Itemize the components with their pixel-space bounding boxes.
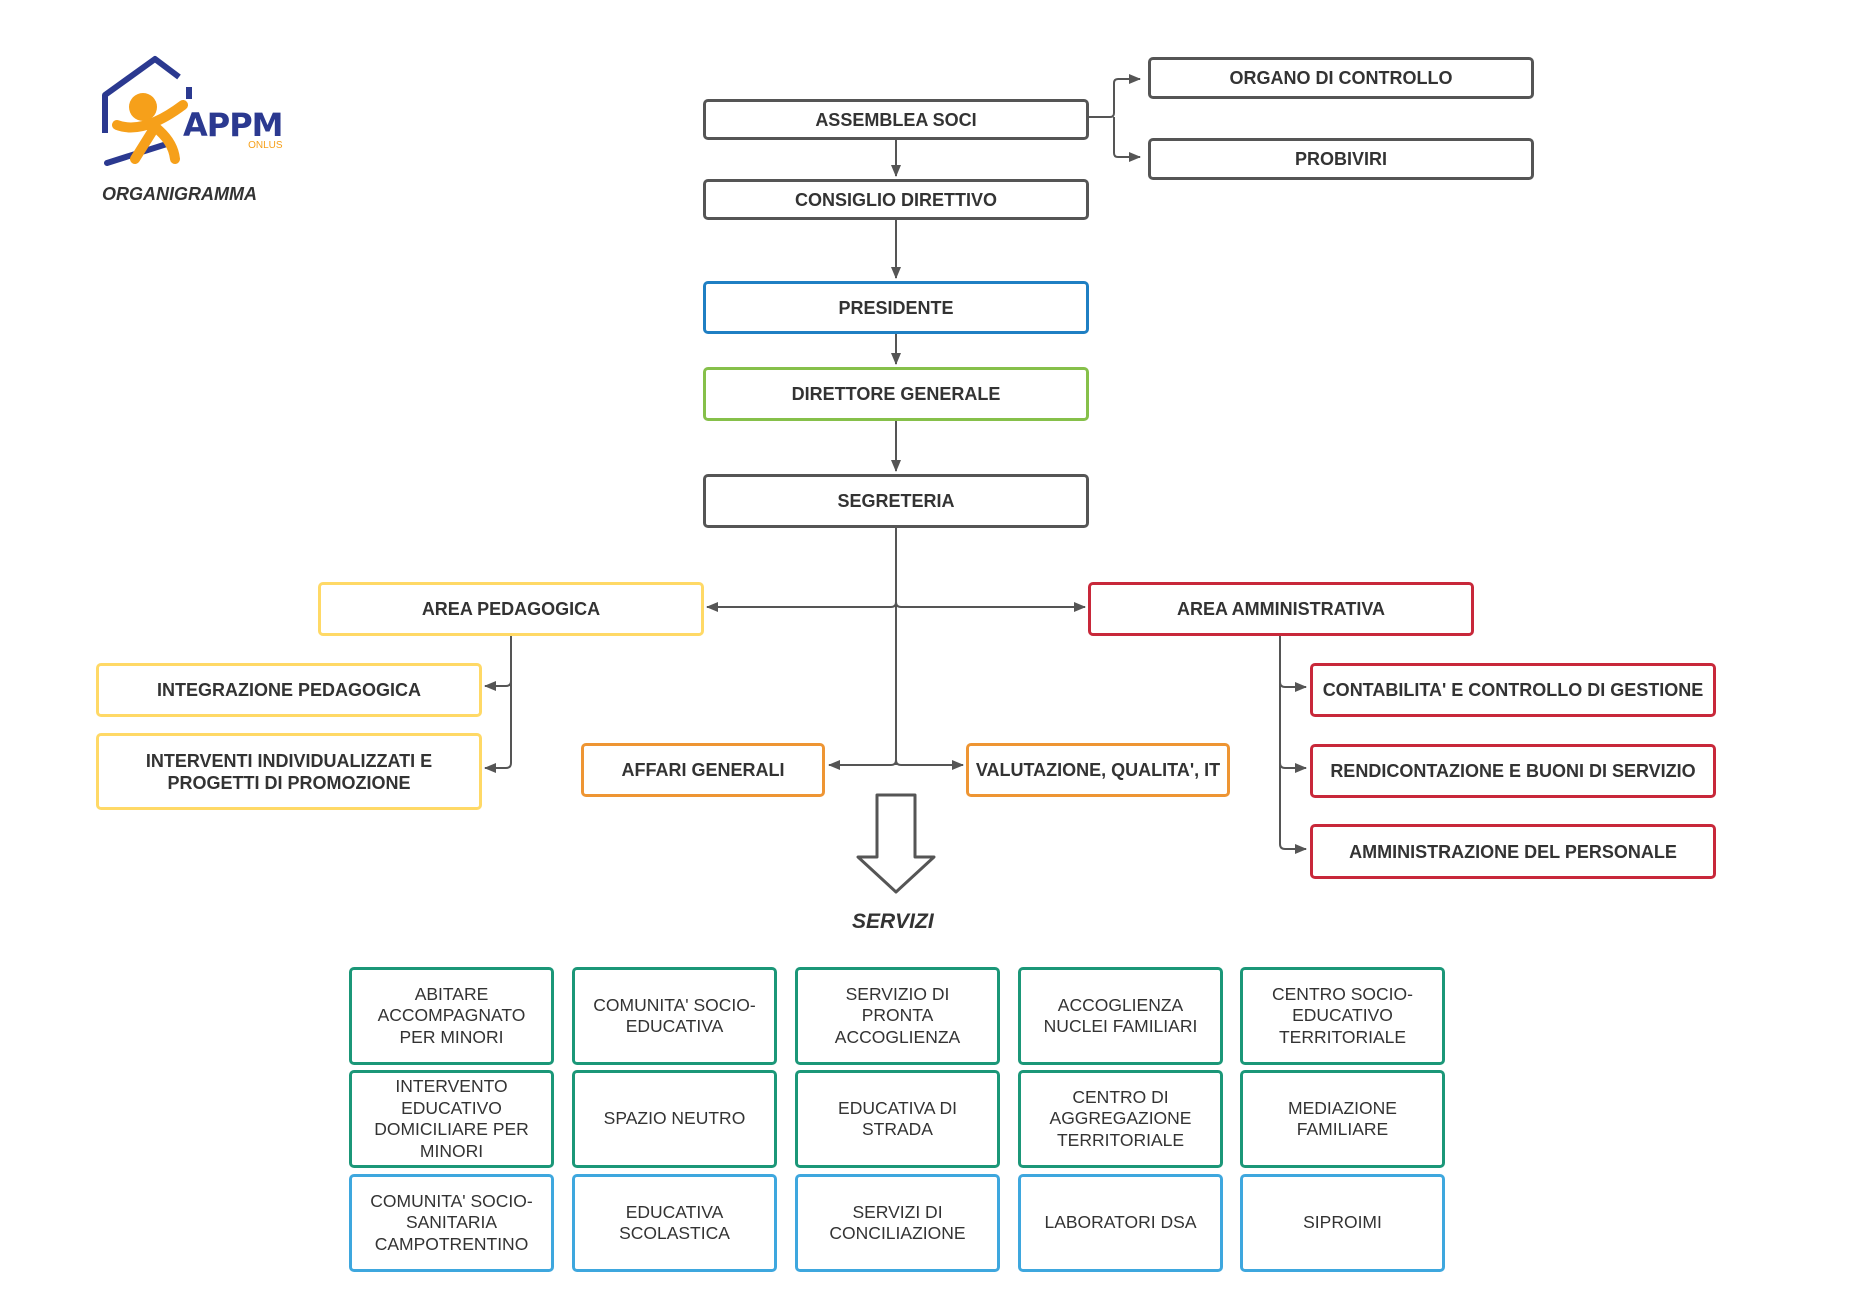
box-assemblea-soci: ASSEMBLEA SOCI <box>703 99 1089 140</box>
box-presidente: PRESIDENTE <box>703 281 1089 334</box>
service-box: EDUCATIVA DI STRADA <box>795 1070 1000 1168</box>
page-title: ORGANIGRAMMA <box>102 184 257 204</box>
service-box: ABITARE ACCOMPAGNATO PER MINORI <box>349 967 554 1065</box>
appm-logo <box>102 56 192 166</box>
house-outline-icon <box>102 56 181 133</box>
service-box: CENTRO DI AGGREGAZIONE TERRITORIALE <box>1018 1070 1223 1168</box>
service-box: EDUCATIVA SCOLASTICA <box>572 1174 777 1272</box>
brand-subtitle: ONLUS <box>248 140 283 151</box>
box-amministrazione-personale: AMMINISTRAZIONE DEL PERSONALE <box>1310 824 1716 879</box>
box-consiglio-direttivo: CONSIGLIO DIRETTIVO <box>703 179 1089 220</box>
figure-head-icon <box>129 93 157 121</box>
service-box: ACCOGLIENZA NUCLEI FAMILIARI <box>1018 967 1223 1065</box>
service-box: MEDIAZIONE FAMILIARE <box>1240 1070 1445 1168</box>
box-area-pedagogica: AREA PEDAGOGICA <box>318 582 704 636</box>
figure-body-icon <box>112 100 188 164</box>
service-box: COMUNITA' SOCIO-SANITARIA CAMPOTRENTINO <box>349 1174 554 1272</box>
service-box: CENTRO SOCIO-EDUCATIVO TERRITORIALE <box>1240 967 1445 1065</box>
service-box: SERVIZIO DI PRONTA ACCOGLIENZA <box>795 967 1000 1065</box>
box-integrazione-pedagogica: INTEGRAZIONE PEDAGOGICA <box>96 663 482 717</box>
box-valutazione-qualita-it: VALUTAZIONE, QUALITA', IT <box>966 743 1230 797</box>
servizi-heading: SERVIZI <box>852 910 934 933</box>
box-segreteria: SEGRETERIA <box>703 474 1089 528</box>
box-direttore-generale: DIRETTORE GENERALE <box>703 367 1089 421</box>
service-box: SPAZIO NEUTRO <box>572 1070 777 1168</box>
service-box: LABORATORI DSA <box>1018 1174 1223 1272</box>
box-rendicontazione-buoni-servizio: RENDICONTAZIONE E BUONI DI SERVIZIO <box>1310 744 1716 798</box>
box-contabilita-controllo-gestione: CONTABILITA' E CONTROLLO DI GESTIONE <box>1310 663 1716 717</box>
box-area-amministrativa: AREA AMMINISTRATIVA <box>1088 582 1474 636</box>
service-box: INTERVENTO EDUCATIVO DOMICILIARE PER MIN… <box>349 1070 554 1168</box>
brand-wordmark: APPM ONLUS <box>183 106 284 151</box>
servizi-down-arrow-icon <box>856 793 936 894</box>
box-interventi-individualizzati: INTERVENTI INDIVIDUALIZZATI E PROGETTI D… <box>96 733 482 810</box>
brand-name: APPM <box>183 106 284 144</box>
service-box: SIPROIMI <box>1240 1174 1445 1272</box>
service-box: SERVIZI DI CONCILIAZIONE <box>795 1174 1000 1272</box>
box-affari-generali: AFFARI GENERALI <box>581 743 825 797</box>
box-organo-di-controllo: ORGANO DI CONTROLLO <box>1148 57 1534 99</box>
box-probiviri: PROBIVIRI <box>1148 138 1534 180</box>
service-box: COMUNITA' SOCIO-EDUCATIVA <box>572 967 777 1065</box>
